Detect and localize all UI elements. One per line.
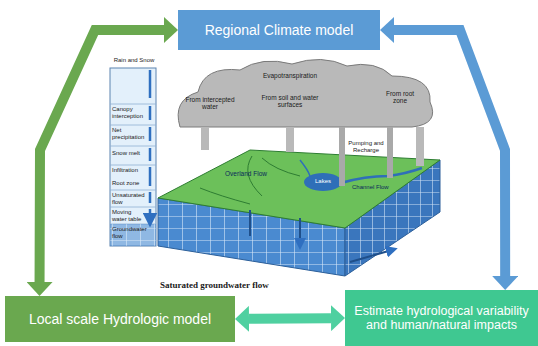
process-label: From soil and water surfaces	[258, 94, 322, 109]
double-arrow-connector	[40, 30, 164, 282]
recharge-arrows	[250, 210, 300, 244]
tributary	[300, 160, 310, 176]
channel	[341, 168, 422, 183]
process-label: From root zone	[378, 90, 422, 105]
model-box: Estimate hydrological variability and hu…	[345, 290, 538, 346]
process-label: Pumping and Recharge	[348, 140, 384, 154]
box-text: Local scale Hydrologic model	[29, 311, 211, 327]
process-label: Moving water table	[112, 209, 146, 223]
double-arrow-connector	[394, 30, 505, 276]
process-label: Unsaturated flow	[112, 192, 146, 206]
column-flow-arrows	[149, 70, 152, 220]
land-surface	[158, 150, 440, 228]
double-arrow-connector	[249, 313, 331, 324]
process-label: Lakes	[309, 178, 337, 185]
figure-caption-label: Saturated groundwater flow	[160, 280, 269, 290]
process-label: From intercepted water	[184, 96, 236, 111]
box-text: Regional Climate model	[205, 22, 354, 38]
process-label: Canopy interception	[112, 106, 146, 120]
model-box: Local scale Hydrologic model	[5, 296, 235, 342]
saturated-zone	[110, 224, 156, 246]
process-label: Groundwater flow	[112, 226, 146, 240]
overland-flow-lines	[200, 156, 300, 204]
soil-column-layers	[110, 104, 156, 224]
groundwater-outflow-arrow	[350, 250, 392, 262]
evapotranspiration-cloud	[178, 59, 433, 127]
process-label: Overland Flow	[224, 170, 268, 177]
process-label: Rain and Snow	[108, 57, 160, 64]
pumping-recharge-loop	[342, 127, 390, 186]
process-label: Infiltration	[112, 167, 146, 174]
process-label: Net precipitation	[112, 127, 146, 141]
soil-column	[110, 68, 156, 246]
process-label: Root zone	[112, 180, 146, 187]
process-label: Channel Flow	[352, 184, 392, 191]
model-box: Regional Climate model	[178, 10, 380, 50]
process-label: Snow melt	[112, 150, 146, 157]
process-label: Evapotranspiration	[250, 72, 330, 79]
box-text: Estimate hydrological variability and hu…	[353, 304, 530, 333]
